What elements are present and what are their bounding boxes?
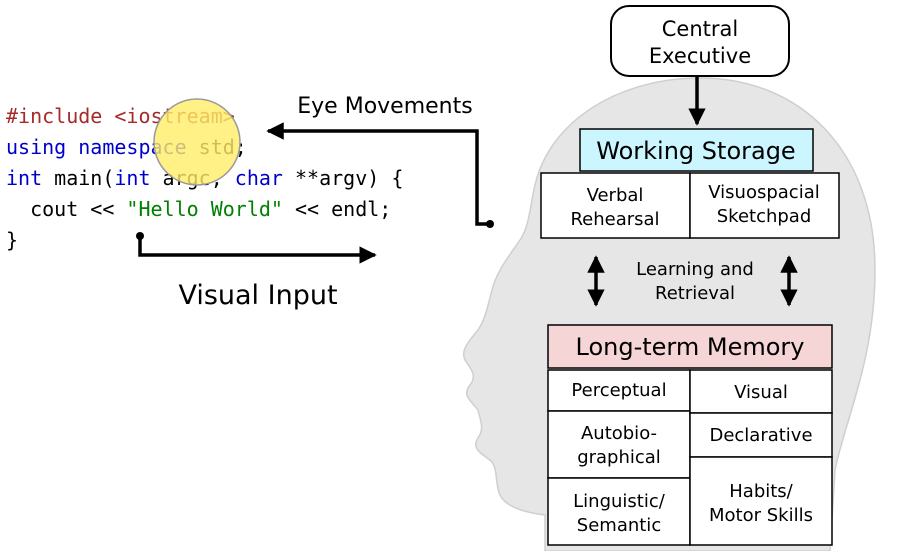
verbal-rehearsal-label-1: Verbal	[587, 185, 644, 206]
declarative-label: Declarative	[709, 425, 812, 446]
verbal-rehearsal-cell	[540, 172, 691, 239]
eye-movements-label: Eye Movements	[297, 94, 472, 119]
eye-fixation-circle	[153, 98, 241, 186]
working-storage-title: Working Storage	[596, 137, 795, 165]
central-executive-label-1: Central	[662, 17, 738, 41]
code-token: main(	[42, 166, 114, 190]
code-line-5: }	[6, 228, 18, 252]
code-token: char	[235, 166, 283, 190]
declarative-cell	[689, 412, 833, 458]
linguistic-label-2: Semantic	[577, 515, 661, 536]
code-token: << endl;	[283, 197, 391, 221]
long-term-memory-title-box	[547, 324, 833, 369]
long-term-memory-title: Long-term Memory	[576, 333, 805, 361]
visual-input-start-dot	[136, 232, 144, 240]
autobiographical-label-1: Autobio-	[581, 423, 657, 444]
verbal-rehearsal-label-2: Rehearsal	[570, 209, 659, 230]
learning-retrieval-label-1: Learning and	[636, 259, 754, 280]
code-token: }	[6, 228, 18, 252]
visuospatial-sketchpad-cell	[689, 172, 840, 239]
code-token: int	[114, 166, 150, 190]
code-token: int	[6, 166, 42, 190]
habits-label-1: Habits/	[729, 481, 793, 502]
autobiographical-label-2: graphical	[577, 447, 661, 468]
learning-retrieval-label-2: Retrieval	[655, 283, 735, 304]
visual-input-label: Visual Input	[178, 280, 337, 311]
habits-motor-skills-cell	[689, 456, 833, 546]
linguistic-semantic-cell	[547, 477, 691, 546]
central-executive-label-2: Executive	[649, 44, 751, 68]
visuospatial-label-2: Sketchpad	[717, 206, 812, 227]
eye-movements-start-dot	[486, 220, 494, 228]
habits-label-2: Motor Skills	[709, 505, 813, 526]
linguistic-label-1: Linguistic/	[573, 491, 666, 512]
code-token: "Hello World"	[126, 197, 283, 221]
code-line-4: cout << "Hello World" << endl;	[6, 197, 391, 221]
visual-cell	[689, 369, 833, 414]
visual-label: Visual	[734, 382, 788, 403]
visuospatial-label-1: Visuospacial	[708, 182, 819, 203]
working-storage-title-box	[579, 128, 814, 172]
autobiographical-cell	[547, 410, 691, 479]
code-token: **argv) {	[283, 166, 403, 190]
central-executive-box	[610, 5, 790, 77]
visual-input-arrow	[138, 236, 377, 264]
perceptual-label: Perceptual	[571, 380, 666, 401]
eye-movements-arrow	[266, 122, 490, 226]
code-token: cout <<	[6, 197, 126, 221]
